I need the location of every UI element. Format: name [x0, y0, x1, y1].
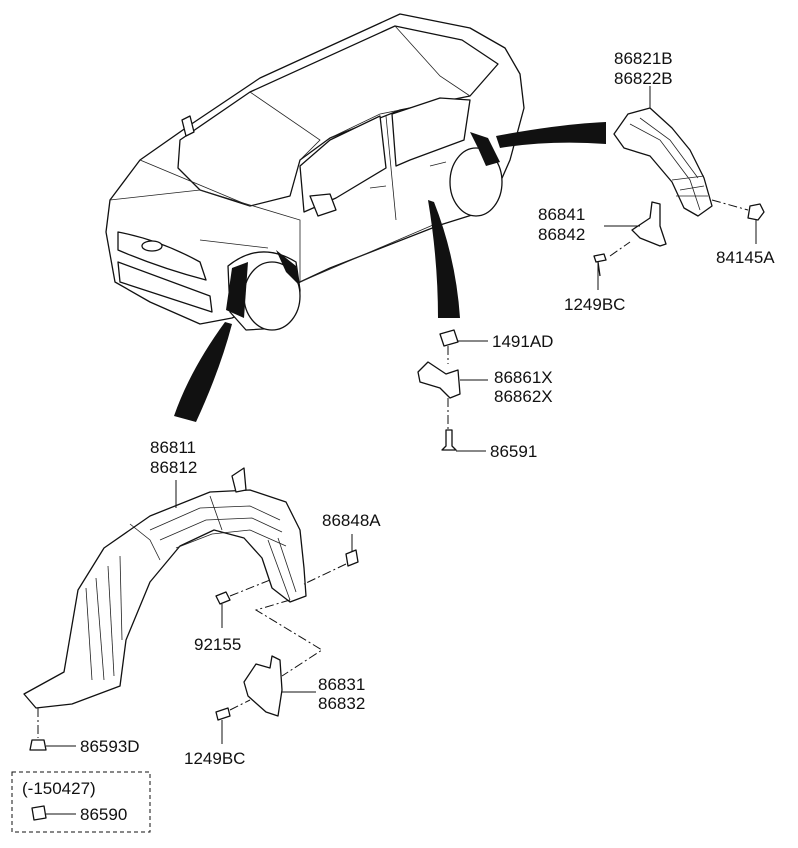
label-86842: 86842 [538, 225, 585, 244]
fastener-icon [29, 739, 47, 751]
date-range-box [11, 771, 151, 833]
label-1491ad: 1491AD [492, 332, 553, 351]
clip-icon [439, 329, 459, 347]
label-86590: 86590 [80, 805, 127, 824]
label-86822b: 86822B [614, 69, 673, 88]
label-86848a: 86848A [322, 511, 381, 530]
front-mudguard [243, 655, 283, 717]
label-86831: 86831 [318, 675, 365, 694]
nut-icon [747, 203, 765, 221]
rear-wheel-liner [613, 107, 713, 217]
label-86811: 86811 [150, 438, 196, 457]
label-86593d: 86593D [80, 737, 140, 756]
side-bracket [417, 361, 461, 399]
label-86841: 86841 [538, 205, 585, 224]
label-1249bc-rear: 1249BC [564, 295, 625, 314]
label-86862x: 86862X [494, 387, 553, 406]
label-86812: 86812 [150, 458, 197, 477]
front-clip-icon [345, 549, 359, 567]
label-1249bc-front: 1249BC [184, 749, 245, 768]
rear-mudguard [631, 201, 667, 247]
label-86821b: 86821B [614, 49, 673, 68]
label-date-range: (-150427) [22, 779, 96, 798]
label-86591: 86591 [490, 442, 537, 461]
label-86832: 86832 [318, 694, 365, 713]
screw-icon [593, 253, 607, 277]
front-bolt-icon [215, 707, 231, 721]
bolt-icon [441, 429, 457, 451]
fastener-old-icon [31, 805, 47, 821]
front-wheel-liner [23, 467, 307, 709]
label-86861x: 86861X [494, 368, 553, 387]
label-84145a: 84145A [716, 248, 775, 267]
front-screw-icon [215, 591, 231, 605]
label-92155: 92155 [194, 635, 241, 654]
car-illustration [105, 13, 606, 422]
